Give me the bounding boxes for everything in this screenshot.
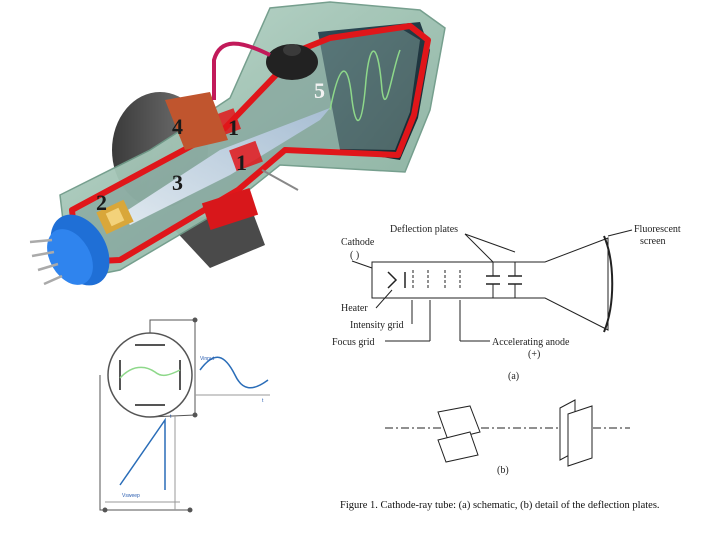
label-cathode-sign: ( ) xyxy=(350,250,359,261)
sweep-sawtooth xyxy=(119,417,166,490)
deflection-plate-lower xyxy=(229,140,263,172)
schematic-a-labels: Deflection plates Fluorescent screen Cat… xyxy=(332,224,681,382)
label-t-axis-1: t xyxy=(262,398,264,404)
lead-wire xyxy=(261,169,299,191)
schematic-tube-outline xyxy=(371,237,609,331)
part-number-1-lower: 1 xyxy=(236,150,247,175)
figure-caption: Figure 1. Cathode-ray tube: (a) schemati… xyxy=(340,500,660,511)
sublabel-b: (b) xyxy=(497,465,509,476)
label-cathode: Cathode xyxy=(341,237,375,248)
label-accelerating-anode: Accelerating anode xyxy=(492,337,570,348)
electron-gun-inner xyxy=(105,207,125,227)
input-sine-wave xyxy=(199,356,269,389)
label-v-input: Vinput xyxy=(200,356,215,362)
label-fluorescent-screen-1: Fluorescent xyxy=(634,224,681,235)
part-number-5: 5 xyxy=(314,78,325,103)
base-pins xyxy=(29,238,63,286)
cutaway-red-outline xyxy=(69,23,431,265)
label-heater: Heater xyxy=(341,303,368,314)
label-fluorescent-screen-2: screen xyxy=(640,236,666,247)
face-trace xyxy=(119,366,181,379)
plate-b1-top xyxy=(437,405,481,441)
screen-trace xyxy=(329,49,401,122)
electron-beam xyxy=(120,108,330,225)
anode-cap-top xyxy=(283,44,301,56)
label-anode-sign: (+) xyxy=(528,349,540,360)
plate-b2-right xyxy=(567,405,593,467)
plate-b1-bottom xyxy=(437,431,479,463)
part-number-2: 2 xyxy=(96,190,107,215)
anode-cap xyxy=(266,44,318,80)
label-intensity-grid: Intensity grid xyxy=(350,320,404,331)
schematic-a xyxy=(351,229,633,342)
sweep-diagram xyxy=(99,317,270,513)
focus-coil xyxy=(165,92,228,150)
label-focus-grid: Focus grid xyxy=(332,337,375,348)
label-deflection-plates: Deflection plates xyxy=(390,224,458,235)
yoke-block xyxy=(201,187,259,231)
label-t-axis-2: t xyxy=(170,414,172,420)
tube-base-face xyxy=(47,229,93,285)
schematic-b xyxy=(385,399,630,467)
part-number-4: 4 xyxy=(172,114,183,139)
schematic-cathode xyxy=(387,271,398,289)
anode-cable xyxy=(212,41,271,100)
sublabel-a: (a) xyxy=(508,371,519,382)
tube-illustration: 1 1 2 3 4 5 xyxy=(29,1,446,286)
part-number-3: 3 xyxy=(172,170,183,195)
schematic-screen xyxy=(603,235,614,333)
part-number-1-upper: 1 xyxy=(228,115,239,140)
label-v-sweep: Vsweep xyxy=(122,493,140,499)
